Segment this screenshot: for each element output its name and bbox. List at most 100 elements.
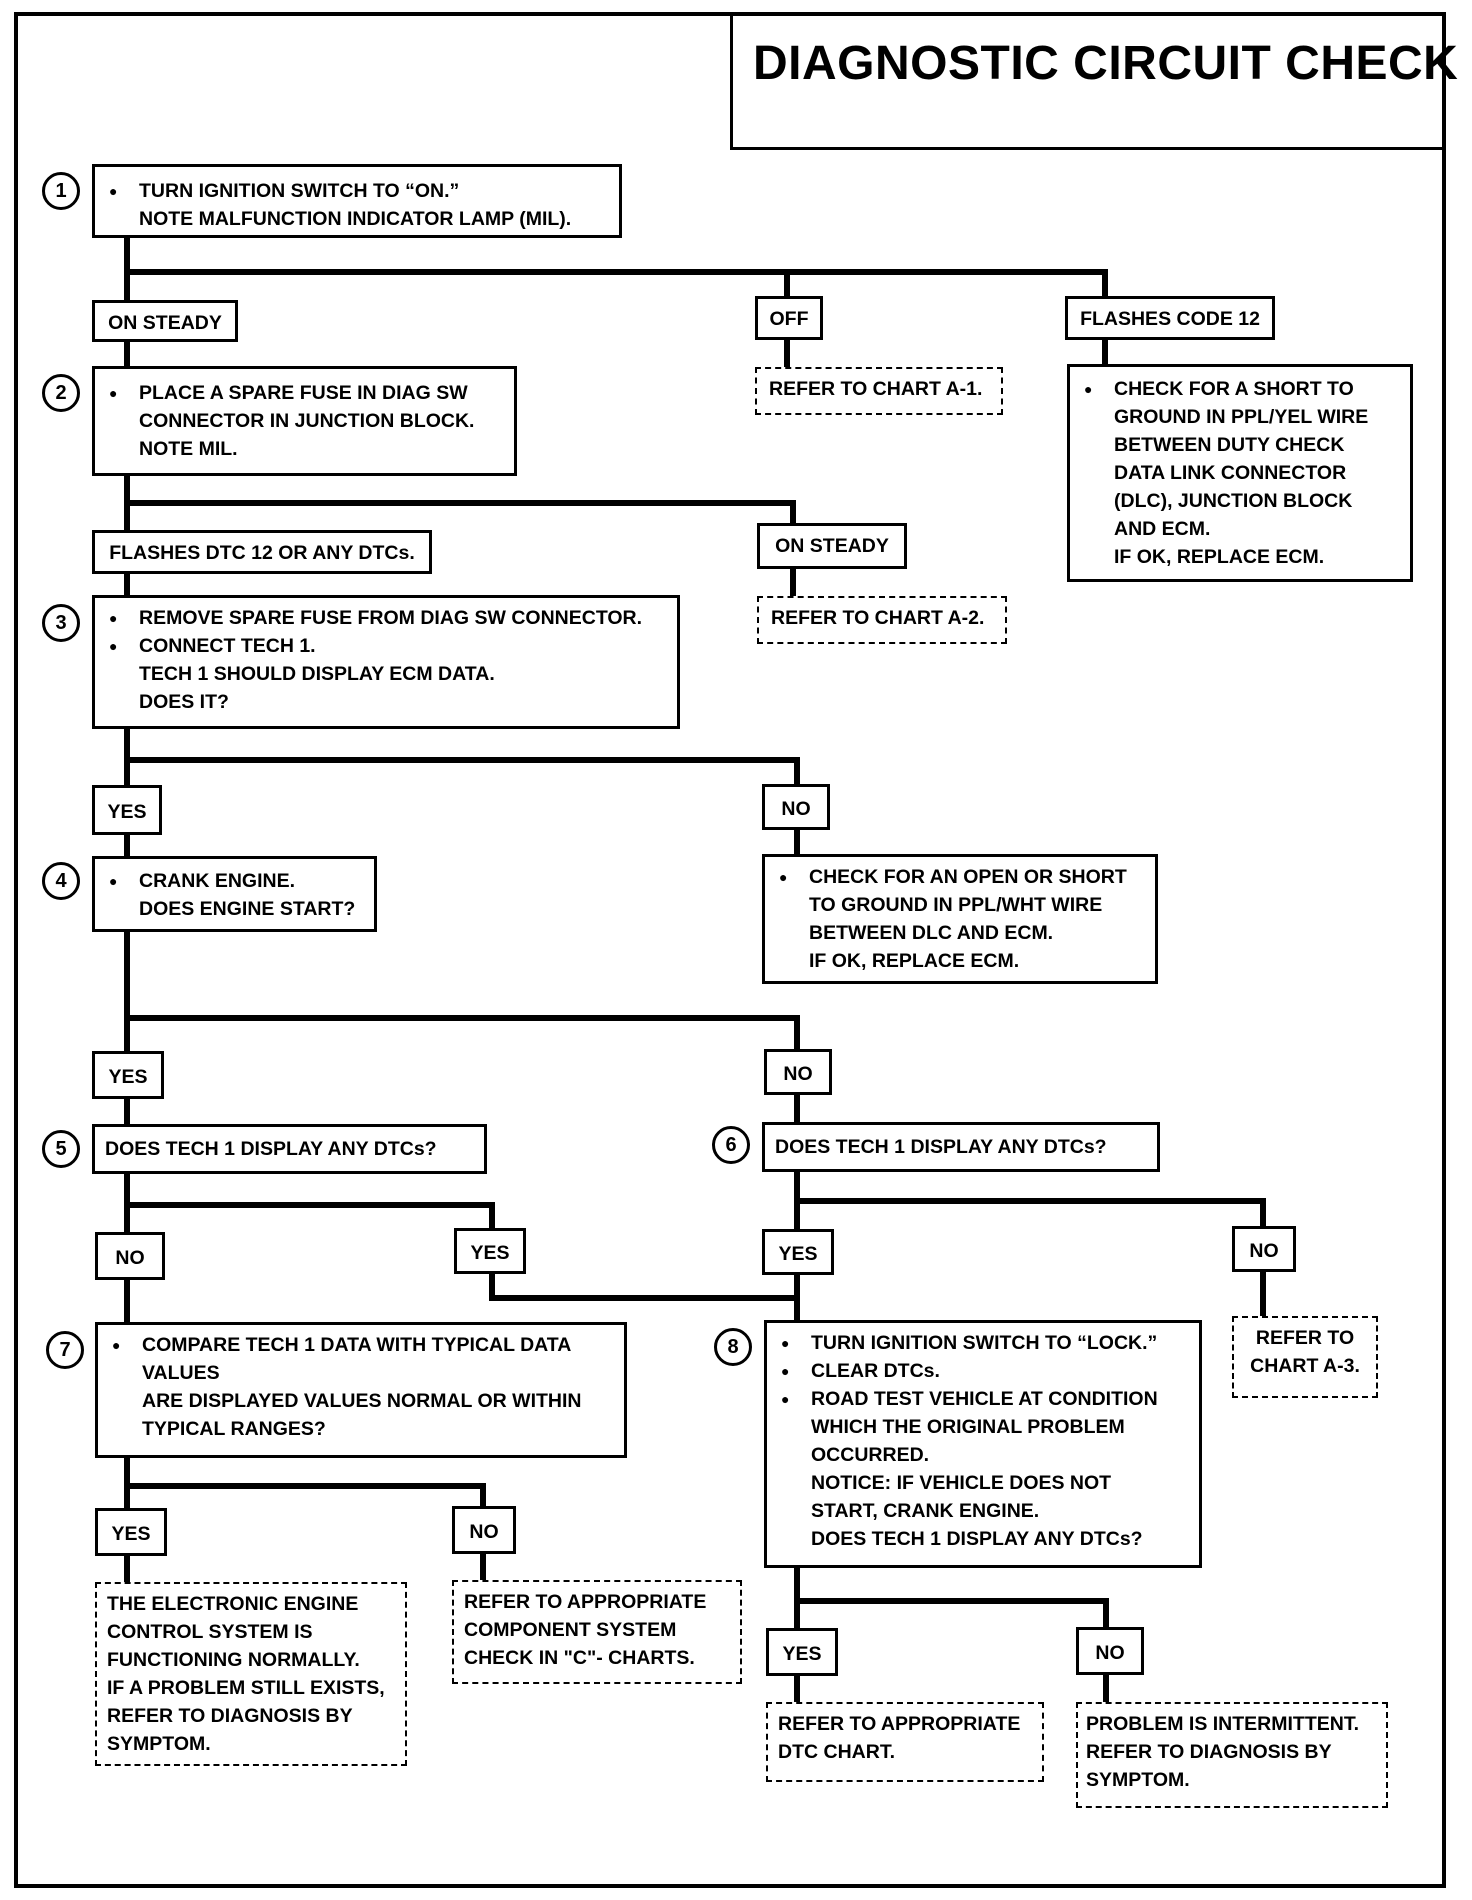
- step-6-box: DOES TECH 1 DISPLAY ANY DTCs?: [762, 1122, 1160, 1172]
- step-number-4: 4: [42, 862, 80, 900]
- result-line: REFER TO: [1255, 1327, 1355, 1349]
- step-8-line: OCCURRED.: [811, 1444, 930, 1466]
- result-line: REFER TO APPROPRIATE: [778, 1713, 1021, 1735]
- result-line: REFER TO APPROPRIATE: [464, 1591, 707, 1613]
- step-7-line: COMPARE TECH 1 DATA WITH TYPICAL DATA: [108, 1331, 614, 1359]
- step-7-line: ARE DISPLAYED VALUES NORMAL OR WITHIN: [142, 1390, 582, 1412]
- label-flashes-code-12: FLASHES CODE 12: [1065, 296, 1275, 340]
- step-number-6: 6: [712, 1126, 750, 1164]
- step-1-line: NOTE MALFUNCTION INDICATOR LAMP (MIL).: [139, 208, 572, 230]
- step-number-8: 8: [714, 1328, 752, 1366]
- result-refer-chart-a3: REFER TO CHART A-3.: [1232, 1316, 1378, 1398]
- step-7-line: TYPICAL RANGES?: [142, 1418, 326, 1440]
- result-line: THE ELECTRONIC ENGINE: [107, 1593, 359, 1615]
- result-line: BETWEEN DLC AND ECM.: [809, 922, 1054, 944]
- step-8-line: ROAD TEST VEHICLE AT CONDITION: [777, 1385, 1189, 1413]
- result-check-open-ppl-wht: CHECK FOR AN OPEN OR SHORT TO GROUND IN …: [762, 854, 1158, 984]
- label-no-step5: NO: [95, 1232, 165, 1280]
- label-no-step4: NO: [764, 1049, 832, 1095]
- step-number-1: 1: [42, 172, 80, 210]
- label-yes-step5: YES: [454, 1228, 526, 1274]
- result-line: REFER TO DIAGNOSIS BY: [1086, 1741, 1332, 1763]
- step-8-box: TURN IGNITION SWITCH TO “LOCK.” CLEAR DT…: [764, 1320, 1202, 1568]
- result-line: SYMPTOM.: [1086, 1769, 1190, 1791]
- result-line: SYMPTOM.: [107, 1733, 211, 1755]
- result-line: DATA LINK CONNECTOR: [1114, 462, 1347, 484]
- result-line: CHECK FOR A SHORT TO: [1080, 375, 1400, 403]
- result-line: CHECK IN "C"- CHARTS.: [464, 1647, 695, 1669]
- result-line: TO GROUND IN PPL/WHT WIRE: [809, 894, 1103, 916]
- result-engine-normal: THE ELECTRONIC ENGINE CONTROL SYSTEM IS …: [95, 1582, 407, 1766]
- result-line: REFER TO DIAGNOSIS BY: [107, 1705, 353, 1727]
- label-no-step8: NO: [1076, 1627, 1144, 1675]
- step-8-line: START, CRANK ENGINE.: [811, 1500, 1040, 1522]
- label-yes-step3: YES: [92, 785, 162, 835]
- result-check-short-ppl-yel: CHECK FOR A SHORT TO GROUND IN PPL/YEL W…: [1067, 364, 1413, 582]
- step-8-line: NOTICE: IF VEHICLE DOES NOT: [811, 1472, 1112, 1494]
- step-4-line: DOES ENGINE START?: [139, 898, 356, 920]
- result-line: DTC CHART.: [778, 1741, 895, 1763]
- result-line: IF A PROBLEM STILL EXISTS,: [107, 1677, 385, 1699]
- page-title: DIAGNOSTIC CIRCUIT CHECK: [753, 37, 1459, 90]
- step-3-box: REMOVE SPARE FUSE FROM DIAG SW CONNECTOR…: [92, 595, 680, 729]
- result-c-charts: REFER TO APPROPRIATE COMPONENT SYSTEM CH…: [452, 1580, 742, 1684]
- result-line: IF OK, REPLACE ECM.: [1114, 546, 1325, 568]
- step-3-line: REMOVE SPARE FUSE FROM DIAG SW CONNECTOR…: [105, 604, 667, 632]
- result-line: BETWEEN DUTY CHECK: [1114, 434, 1345, 456]
- label-on-steady-2: ON STEADY: [757, 523, 907, 569]
- step-number-3: 3: [42, 604, 80, 642]
- label-yes-step4: YES: [92, 1051, 164, 1099]
- result-intermittent: PROBLEM IS INTERMITTENT. REFER TO DIAGNO…: [1076, 1702, 1388, 1808]
- result-line: REFER TO CHART A-1.: [769, 378, 983, 400]
- step-4-box: CRANK ENGINE. DOES ENGINE START?: [92, 856, 377, 932]
- step-number-7: 7: [46, 1331, 84, 1369]
- result-line: CHART A-3.: [1250, 1355, 1360, 1377]
- step-5-line: DOES TECH 1 DISPLAY ANY DTCs?: [105, 1138, 437, 1160]
- step-8-line: WHICH THE ORIGINAL PROBLEM: [811, 1416, 1125, 1438]
- label-no-step6: NO: [1232, 1226, 1296, 1272]
- title-box: DIAGNOSTIC CIRCUIT CHECK: [730, 14, 1458, 150]
- result-line: IF OK, REPLACE ECM.: [809, 950, 1020, 972]
- step-4-line: CRANK ENGINE.: [105, 867, 364, 895]
- label-off: OFF: [755, 296, 823, 340]
- label-no-step3: NO: [762, 784, 830, 830]
- result-refer-chart-a2: REFER TO CHART A-2.: [757, 596, 1007, 644]
- step-3-line: DOES IT?: [139, 691, 229, 713]
- step-number-5: 5: [42, 1130, 80, 1168]
- step-3-line: TECH 1 SHOULD DISPLAY ECM DATA.: [139, 663, 495, 685]
- step-6-line: DOES TECH 1 DISPLAY ANY DTCs?: [775, 1136, 1107, 1158]
- result-line: AND ECM.: [1114, 518, 1211, 540]
- label-flashes-dtc-12: FLASHES DTC 12 OR ANY DTCs.: [92, 530, 432, 574]
- result-line: FUNCTIONING NORMALLY.: [107, 1649, 360, 1671]
- step-1-line: TURN IGNITION SWITCH TO “ON.”: [105, 177, 609, 205]
- step-2-line: CONNECTOR IN JUNCTION BLOCK.: [139, 410, 475, 432]
- result-dtc-chart: REFER TO APPROPRIATE DTC CHART.: [766, 1702, 1044, 1782]
- step-8-line: DOES TECH 1 DISPLAY ANY DTCs?: [811, 1528, 1143, 1550]
- step-7-line: VALUES: [142, 1362, 220, 1384]
- label-no-step7: NO: [452, 1506, 516, 1554]
- result-line: COMPONENT SYSTEM: [464, 1619, 677, 1641]
- result-line: GROUND IN PPL/YEL WIRE: [1114, 406, 1369, 428]
- result-line: CHECK FOR AN OPEN OR SHORT: [775, 863, 1145, 891]
- step-5-box: DOES TECH 1 DISPLAY ANY DTCs?: [92, 1124, 487, 1174]
- result-line: (DLC), JUNCTION BLOCK: [1114, 490, 1353, 512]
- step-2-line: PLACE A SPARE FUSE IN DIAG SW: [105, 379, 504, 407]
- label-yes-step7: YES: [95, 1508, 167, 1556]
- step-1-box: TURN IGNITION SWITCH TO “ON.” NOTE MALFU…: [92, 164, 622, 238]
- step-3-line: CONNECT TECH 1.: [105, 632, 667, 660]
- step-2-line: NOTE MIL.: [139, 438, 238, 460]
- result-line: REFER TO CHART A-2.: [771, 607, 985, 629]
- step-number-2: 2: [42, 374, 80, 412]
- step-8-line: TURN IGNITION SWITCH TO “LOCK.”: [777, 1329, 1189, 1357]
- label-yes-step6: YES: [762, 1229, 834, 1275]
- step-8-line: CLEAR DTCs.: [777, 1357, 1189, 1385]
- label-yes-step8: YES: [766, 1628, 838, 1676]
- label-on-steady: ON STEADY: [92, 300, 238, 342]
- result-refer-chart-a1: REFER TO CHART A-1.: [755, 367, 1003, 415]
- step-2-box: PLACE A SPARE FUSE IN DIAG SW CONNECTOR …: [92, 366, 517, 476]
- step-7-box: COMPARE TECH 1 DATA WITH TYPICAL DATA VA…: [95, 1322, 627, 1458]
- result-line: PROBLEM IS INTERMITTENT.: [1086, 1713, 1359, 1735]
- result-line: CONTROL SYSTEM IS: [107, 1621, 313, 1643]
